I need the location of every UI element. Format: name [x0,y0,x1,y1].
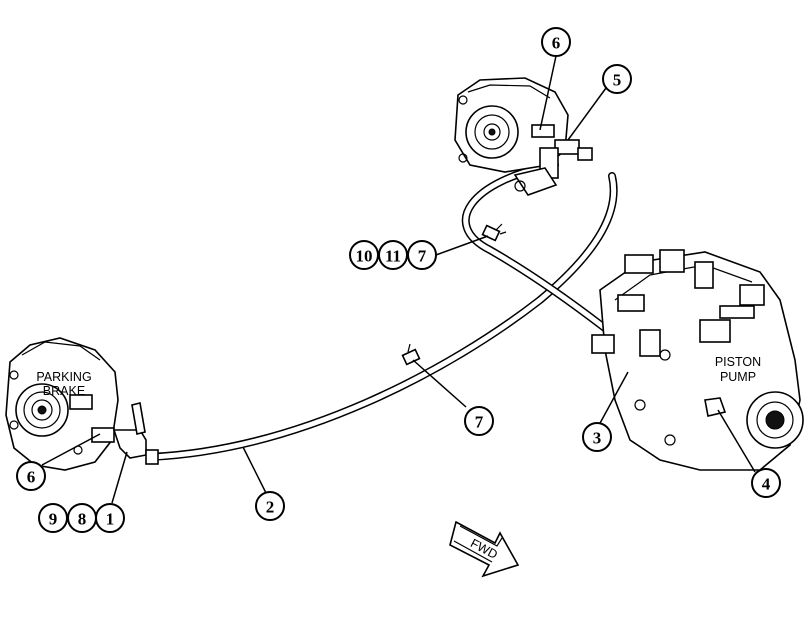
parking-brake-label-line1: PARKING [36,370,91,384]
parking-brake: PARKING BRAKE [5,337,159,471]
callout-1: 1 [95,503,125,533]
callout-6-top: 6 [541,27,571,57]
hose-clamp-upper [481,223,507,242]
svg-text:6: 6 [27,468,36,487]
parking-brake-label-line2: BRAKE [43,384,85,398]
callout-2: 2 [255,491,285,521]
callout-7-lower: 7 [464,406,494,436]
callout-7-upper: 7 [407,240,437,270]
fwd-arrow: FWD [449,520,520,578]
svg-text:6: 6 [552,34,561,53]
svg-text:10: 10 [356,247,373,266]
callout-5: 5 [602,64,632,94]
callout-10: 10 [349,240,379,270]
leader-lines [41,55,756,504]
callout-11: 11 [378,240,408,270]
svg-text:7: 7 [475,413,484,432]
upper-motor [454,77,593,196]
callout-4: 4 [751,468,781,498]
svg-text:4: 4 [762,475,771,494]
svg-text:5: 5 [613,71,622,90]
hose-clamp-lower [401,343,421,366]
piston-pump-label-line2: PUMP [720,370,756,384]
svg-text:9: 9 [49,510,58,529]
callout-8: 8 [67,503,97,533]
callout-3: 3 [582,422,612,452]
svg-text:7: 7 [418,247,427,266]
callout-6-left: 6 [16,461,46,491]
svg-text:1: 1 [106,510,115,529]
svg-text:3: 3 [593,429,602,448]
piston-pump-label-line1: PISTON [715,355,761,369]
svg-text:11: 11 [385,247,401,266]
piston-pump: PISTON PUMP [591,249,804,471]
svg-text:2: 2 [266,498,275,517]
hose-2 [146,172,618,461]
svg-text:8: 8 [78,510,87,529]
callout-9: 9 [38,503,68,533]
